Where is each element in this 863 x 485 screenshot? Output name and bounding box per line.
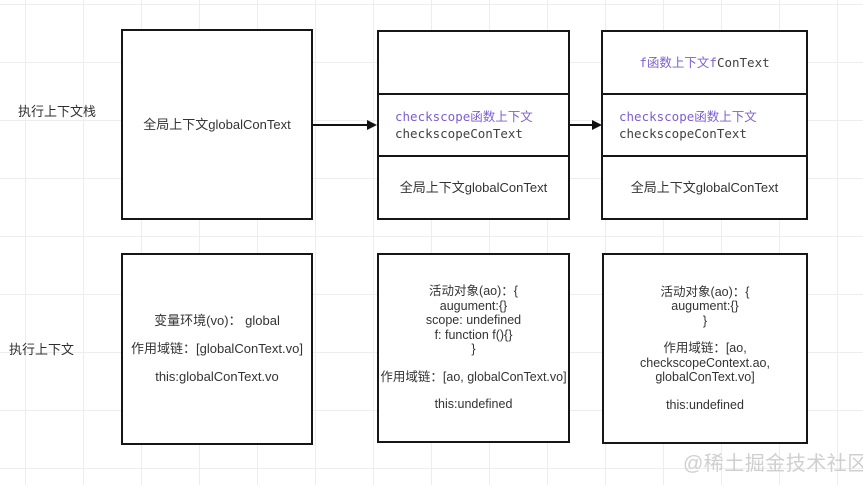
- f-context-accent-text: f函数上下文f: [639, 54, 717, 70]
- scope-chain-line: 作用域链：[ao,: [663, 341, 747, 356]
- stack-step3-box: f函数上下文fConText checkscope函数上下文 checkscop…: [601, 30, 808, 220]
- checkscope-context-name: checkscopeConText: [619, 126, 747, 141]
- activation-object-block: 活动对象(ao)：{ augument:{} }: [604, 285, 806, 329]
- this-binding-line: this:undefined: [434, 397, 513, 412]
- activation-object-line: augument:{}: [439, 298, 508, 313]
- scope-chain-line: checkscopeContext.ao,: [640, 355, 770, 370]
- activation-object-line: scope: undefined: [425, 313, 522, 328]
- checkscope-context-label: checkscope函数上下文: [395, 109, 533, 124]
- stack-step1-box: 全局上下文globalConText: [121, 29, 313, 220]
- stack-step3-global-frame: 全局上下文globalConText: [603, 155, 806, 218]
- activation-object-line: }: [702, 313, 708, 328]
- checkscope-context-label: checkscope函数上下文: [619, 109, 757, 124]
- f-context-label: f函数上下文fConText: [603, 54, 806, 71]
- activation-object-line: augument:{}: [671, 299, 739, 314]
- arrow-step1-to-step2: [313, 120, 377, 130]
- this-binding-line: this:globalConText.vo: [155, 369, 279, 384]
- scope-chain-line: 作用域链：[globalConText.vo]: [131, 341, 303, 356]
- stack-step3-checkscope-frame: checkscope函数上下文 checkscopeConText: [603, 92, 806, 156]
- activation-object-line: 活动对象(ao)：{: [429, 284, 518, 299]
- global-context-text: 全局上下文globalConText: [399, 179, 548, 195]
- scope-chain-line: 作用域链：[ao, globalConText.vo]: [380, 369, 567, 384]
- activation-object-line: 活动对象(ao)：{: [660, 284, 750, 299]
- f-context-detail-box: 活动对象(ao)：{ augument:{} } 作用域链：[ao, check…: [602, 253, 808, 444]
- checkscope-context-name: checkscopeConText: [395, 126, 523, 141]
- stack-step3-f-frame: f函数上下文fConText: [603, 32, 806, 93]
- stack-step2-global-frame: 全局上下文globalConText: [379, 155, 568, 218]
- activation-object-line: f: function f(){}: [434, 327, 513, 342]
- label-execution-context-stack: 执行上下文栈: [18, 104, 97, 119]
- activation-object-block: 活动对象(ao)：{ augument:{} scope: undefined …: [379, 284, 568, 357]
- arrow-step2-to-step3: [570, 120, 602, 130]
- checkscope-context-detail-box: 活动对象(ao)：{ augument:{} scope: undefined …: [377, 253, 570, 443]
- stack-step2-box: checkscope函数上下文 checkscopeConText 全局上下文g…: [377, 30, 570, 220]
- stack-step2-checkscope-frame: checkscope函数上下文 checkscopeConText: [379, 92, 568, 156]
- label-execution-context: 执行上下文: [9, 342, 75, 357]
- global-context-detail-box: 变量环境(vo)： global 作用域链：[globalConText.vo]…: [121, 253, 313, 445]
- f-context-plain-text: ConText: [716, 54, 770, 70]
- activation-object-line: }: [471, 342, 476, 357]
- global-context-text: 全局上下文globalConText: [630, 179, 779, 195]
- global-context-text: 全局上下文globalConText: [143, 116, 291, 132]
- variable-environment-line: 变量环境(vo)： global: [154, 313, 280, 328]
- this-binding-line: this:undefined: [666, 397, 744, 412]
- juejin-watermark: @稀土掘金技术社区: [683, 453, 863, 475]
- stack-step2-empty-slot: [379, 32, 568, 93]
- scope-chain-block: 作用域链：[ao, checkscopeContext.ao, globalCo…: [604, 341, 806, 385]
- scope-chain-line: globalConText.vo]: [655, 370, 755, 385]
